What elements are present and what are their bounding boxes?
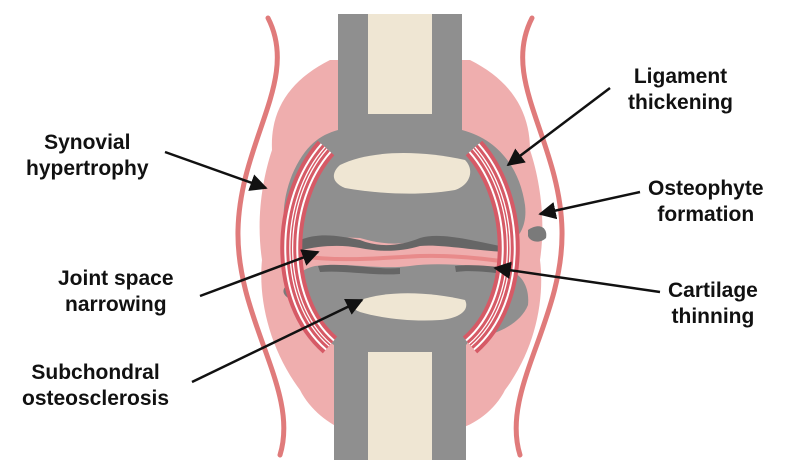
arrow-osteophyte-formation bbox=[540, 192, 640, 214]
label-joint-space-narrowing-line1: Joint space bbox=[58, 266, 174, 292]
label-subchondral-osteosclerosis: Subchondral osteosclerosis bbox=[22, 360, 169, 412]
label-synovial-hypertrophy-line1: Synovial bbox=[26, 130, 149, 156]
label-osteophyte-formation-line1: Osteophyte bbox=[648, 176, 764, 202]
label-subchondral-osteosclerosis-line2: osteosclerosis bbox=[22, 386, 169, 412]
label-joint-space-narrowing-line2: narrowing bbox=[58, 292, 174, 318]
label-osteophyte-formation-line2: formation bbox=[648, 202, 764, 228]
label-ligament-thickening-line1: Ligament bbox=[628, 64, 733, 90]
label-ligament-thickening-line2: thickening bbox=[628, 90, 733, 116]
label-cartilage-thinning: Cartilage thinning bbox=[668, 278, 758, 330]
label-joint-space-narrowing: Joint space narrowing bbox=[58, 266, 174, 318]
lower-marrow-shaft bbox=[368, 352, 432, 460]
label-ligament-thickening: Ligament thickening bbox=[628, 64, 733, 116]
label-synovial-hypertrophy: Synovial hypertrophy bbox=[26, 130, 149, 182]
right-osteophyte bbox=[528, 226, 546, 241]
label-synovial-hypertrophy-line2: hypertrophy bbox=[26, 156, 149, 182]
label-subchondral-osteosclerosis-line1: Subchondral bbox=[22, 360, 169, 386]
upper-marrow-shaft bbox=[368, 14, 432, 114]
label-cartilage-thinning-line1: Cartilage bbox=[668, 278, 758, 304]
label-osteophyte-formation: Osteophyte formation bbox=[648, 176, 764, 228]
label-cartilage-thinning-line2: thinning bbox=[668, 304, 758, 330]
